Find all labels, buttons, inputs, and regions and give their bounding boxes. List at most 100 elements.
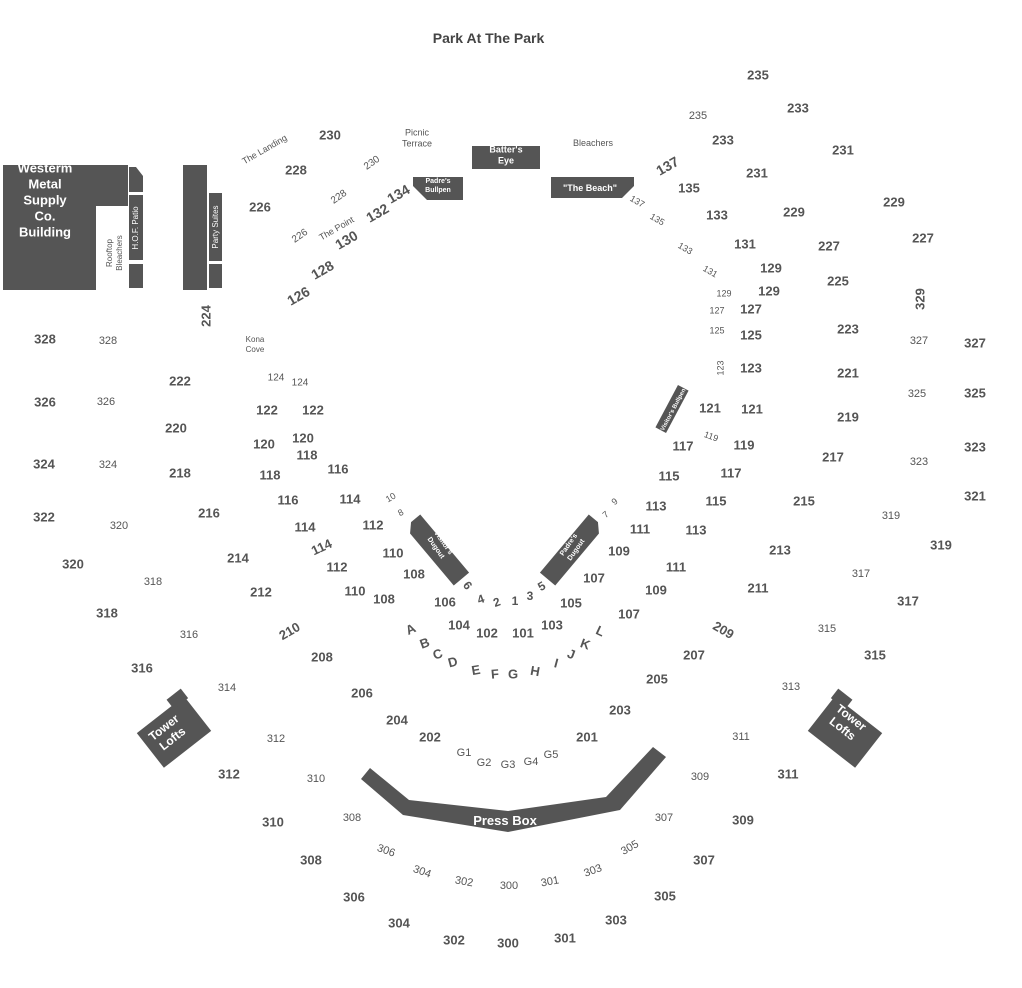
- section-label[interactable]: 107: [583, 570, 605, 585]
- section-label[interactable]: 112: [363, 517, 384, 532]
- section-label[interactable]: 326: [34, 394, 56, 409]
- section-label[interactable]: 117: [721, 465, 742, 480]
- section-label[interactable]: G: [508, 666, 518, 681]
- section-label[interactable]: 112: [327, 559, 348, 574]
- section-label[interactable]: 315: [864, 647, 886, 662]
- section-label[interactable]: 5: [535, 578, 548, 594]
- section-label[interactable]: 235: [689, 110, 707, 122]
- section-label[interactable]: 131: [734, 236, 756, 251]
- section-label[interactable]: G1: [457, 747, 472, 759]
- section-label[interactable]: 133: [676, 240, 694, 256]
- section-label[interactable]: 233: [712, 132, 734, 147]
- section-label[interactable]: 110: [383, 545, 404, 560]
- section-label[interactable]: 216: [198, 505, 220, 520]
- section-label[interactable]: 327: [964, 335, 986, 350]
- section-label[interactable]: 231: [746, 165, 768, 180]
- section-label[interactable]: 304: [411, 863, 432, 881]
- section-label[interactable]: 300: [500, 880, 518, 892]
- section-label[interactable]: 223: [837, 321, 859, 336]
- batters-eye[interactable]: [472, 146, 540, 169]
- section-label[interactable]: 212: [250, 584, 272, 599]
- section-label[interactable]: 213: [769, 542, 791, 557]
- section-label[interactable]: 235: [747, 67, 769, 82]
- section-label[interactable]: 111: [666, 559, 686, 574]
- section-label[interactable]: 3: [527, 589, 534, 603]
- section-label[interactable]: 322: [33, 509, 55, 524]
- section-label[interactable]: 228: [285, 162, 307, 177]
- section-label[interactable]: 324: [33, 456, 55, 471]
- section-label[interactable]: 311: [732, 731, 750, 743]
- section-label[interactable]: G5: [544, 749, 559, 761]
- visitors-bullpen[interactable]: Visitor's Bullpen: [655, 384, 689, 434]
- section-label[interactable]: 309: [691, 771, 709, 783]
- section-label[interactable]: 208: [311, 649, 333, 664]
- section-label[interactable]: 117: [673, 438, 694, 453]
- section-label[interactable]: 317: [897, 593, 919, 608]
- section-label[interactable]: 129: [760, 260, 782, 275]
- section-label[interactable]: 214: [227, 550, 249, 565]
- western-metal-building[interactable]: [3, 165, 128, 290]
- section-label[interactable]: 122: [302, 402, 324, 417]
- section-label[interactable]: 326: [97, 396, 115, 408]
- section-label[interactable]: 124: [268, 373, 285, 384]
- section-label[interactable]: 308: [300, 852, 322, 867]
- section-label[interactable]: 124: [292, 378, 309, 389]
- section-label[interactable]: 315: [818, 623, 836, 635]
- section-label[interactable]: 301: [554, 930, 576, 945]
- section-label[interactable]: 129: [758, 283, 780, 298]
- section-label[interactable]: 137: [628, 193, 646, 209]
- section-label[interactable]: 309: [732, 812, 754, 827]
- section-label[interactable]: 233: [787, 100, 809, 115]
- section-label[interactable]: 119: [703, 429, 720, 443]
- section-label[interactable]: 324: [99, 459, 117, 471]
- padres-bullpen[interactable]: [413, 177, 463, 200]
- section-label[interactable]: 225: [827, 273, 849, 288]
- section-label[interactable]: 108: [373, 591, 395, 606]
- section-label[interactable]: 114: [309, 535, 335, 558]
- section-label[interactable]: 224: [198, 304, 213, 326]
- section-label[interactable]: 303: [605, 912, 627, 927]
- section-label[interactable]: 310: [262, 814, 284, 829]
- section-label[interactable]: 123: [740, 360, 762, 375]
- section-label[interactable]: 226: [249, 199, 271, 214]
- section-label[interactable]: 305: [619, 838, 641, 858]
- section-label[interactable]: 121: [741, 401, 763, 416]
- section-label[interactable]: 104: [448, 617, 470, 632]
- section-label[interactable]: D: [446, 654, 459, 671]
- section-label[interactable]: 306: [375, 842, 396, 860]
- section-label[interactable]: 302: [443, 932, 465, 947]
- section-label[interactable]: 9: [609, 496, 619, 507]
- section-label[interactable]: 135: [678, 180, 700, 195]
- section-label[interactable]: 125: [709, 325, 724, 335]
- section-label[interactable]: 222: [169, 373, 191, 388]
- section-label[interactable]: 132: [363, 200, 391, 226]
- section-label[interactable]: 211: [748, 580, 769, 595]
- section-label[interactable]: 313: [782, 681, 800, 693]
- section-label[interactable]: G4: [524, 756, 539, 768]
- section-label[interactable]: 108: [403, 566, 425, 581]
- section-label[interactable]: 7: [600, 509, 610, 520]
- section-label[interactable]: 127: [740, 301, 762, 316]
- section-label[interactable]: 123: [715, 360, 725, 375]
- tower-lofts-left[interactable]: [132, 688, 213, 768]
- section-label[interactable]: 126: [284, 283, 312, 309]
- section-label[interactable]: 6: [460, 578, 475, 592]
- section-label[interactable]: 215: [793, 493, 815, 508]
- section-label[interactable]: 134: [384, 181, 412, 207]
- section-label[interactable]: 121: [699, 400, 721, 415]
- section-label[interactable]: 229: [883, 194, 905, 209]
- section-label[interactable]: 226: [290, 227, 310, 246]
- the-beach[interactable]: [551, 177, 634, 198]
- hof-patio[interactable]: [129, 167, 143, 288]
- section-label[interactable]: 323: [910, 456, 928, 468]
- section-label[interactable]: 301: [540, 874, 560, 889]
- section-label[interactable]: C: [431, 645, 446, 663]
- section-label[interactable]: 102: [476, 625, 498, 640]
- section-label[interactable]: 101: [512, 625, 534, 640]
- section-label[interactable]: G2: [477, 757, 492, 769]
- tower-lofts-right[interactable]: [806, 688, 887, 768]
- section-label[interactable]: 318: [144, 576, 162, 588]
- section-label[interactable]: K: [578, 635, 593, 653]
- section-label[interactable]: 328: [34, 331, 56, 346]
- section-label[interactable]: 119: [734, 437, 755, 452]
